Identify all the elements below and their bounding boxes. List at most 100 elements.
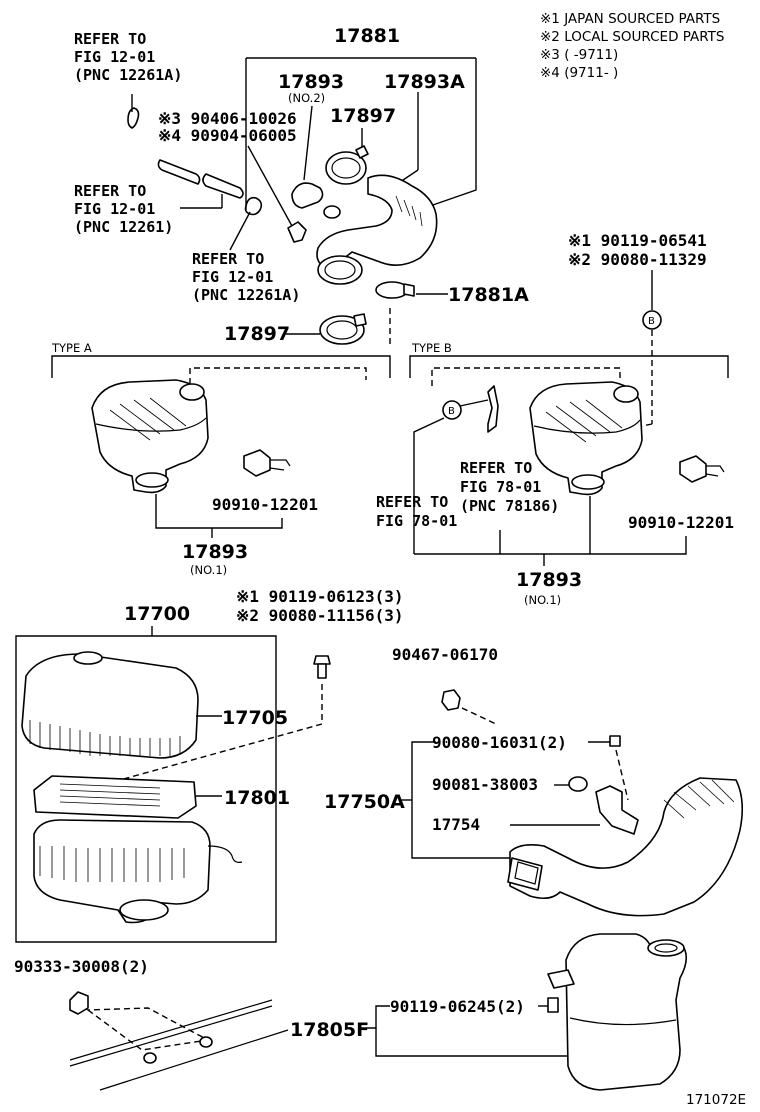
ref-line: REFER TO [74,182,146,200]
part-number-17897-mid: 17897 [224,323,290,345]
bracket-17750A [411,741,510,859]
part-number-17893-no2: 17893 [278,71,344,93]
case-outlet [119,899,169,921]
hose-end-inner [324,260,356,280]
leader-line [413,417,445,554]
leader-line [247,145,293,227]
grommet-90081 [568,776,588,792]
resonator-17805F [565,933,688,1091]
legend-line-2: ※2 LOCAL SOURCED PARTS [540,29,725,45]
clamp-inner [326,320,358,340]
body-panel-lines [69,999,289,1091]
leader-line [459,399,489,407]
bolt-head [313,655,331,665]
bolt-90119 [313,655,331,679]
part-number-17705: 17705 [222,707,288,729]
ref-line: FIG 12-01 [192,268,273,286]
dashed-leader [461,707,497,725]
clip-90333 [69,991,89,1015]
panel-hole [199,1036,213,1048]
ref-line: FIG 12-01 [74,48,155,66]
clamp-screw [403,283,415,297]
bracket-17754 [595,785,639,835]
type-b-label: TYPE B [411,341,452,355]
part-note-no2: (NO.2) [288,91,325,105]
ref-line: REFER TO [74,30,146,48]
dashed-leader [85,1007,211,1051]
resonator-body-b [529,381,643,496]
reference-fig-78-01-a: REFER TO FIG 78-01 (PNC 78186) [460,459,559,515]
resonator-outlet-b [571,474,605,490]
filter-pleats [59,783,161,807]
resonator-tab [547,969,575,989]
part-number-17881: 17881 [334,25,400,47]
clamp-screw [355,145,369,159]
vsv-port [269,459,291,471]
type-a-bracket [51,355,391,378]
leader-line [229,211,251,251]
part-number-90467: 90467-06170 [392,645,498,664]
part-number-90119-06123: ※1 90119-06123(3) [236,587,404,606]
resonator-ribs [109,397,187,441]
part-number-90406: ※3 90406-10026 [158,109,297,128]
dashed-leader [431,367,621,386]
part-number-90119-06245: 90119-06245(2) [390,997,525,1016]
panel-hole [143,1052,157,1064]
clip-90467 [441,689,461,711]
ref-line: FIG 78-01 [376,512,457,530]
case-ribs [39,846,185,882]
case-wire [207,845,243,863]
dashed-leader [189,367,367,384]
part-number-90910-b: 90910-12201 [628,513,734,532]
ref-line: FIG 12-01 [74,200,155,218]
hose-17893 [291,182,324,209]
resonator-type-a [91,367,367,494]
bracket-17893-b [414,536,687,555]
air-cleaner-case [33,819,211,924]
cap-ribs [29,720,181,756]
part-number-17700: 17700 [124,603,190,625]
ref-line: (PNC 12261A) [74,66,182,84]
dashed-leader [615,749,629,801]
air-inlet-duct-17750A [509,777,744,917]
resonator-ribs [545,399,623,443]
ref-line: REFER TO [376,493,448,511]
hose-clip [244,196,263,216]
part-number-90904: ※4 90904-06005 [158,126,297,145]
part-number-17893-b: 17893 [516,569,582,591]
part-number-17801: 17801 [224,787,290,809]
callout-b: B [648,316,655,327]
vacuum-fitting [287,221,307,243]
part-number-17881A: 17881A [448,284,529,306]
resonator-seam [533,419,641,434]
ref-line: REFER TO [460,459,532,477]
bolt-90080 [609,735,621,747]
hose [157,159,201,185]
type-a-label: TYPE A [51,341,92,355]
clamp-17897 [325,151,367,185]
bracket-piece [487,385,499,433]
dashed-leader [119,684,323,781]
clamp-screw [353,313,367,327]
legend: ※1 JAPAN SOURCED PARTS ※2 LOCAL SOURCED … [540,11,725,81]
legend-line-4: ※4 (9711- ) [540,65,618,81]
air-filter-element-17801 [33,775,197,819]
bolt-90119-06245 [547,997,559,1013]
part-number-17893A: 17893A [384,71,465,93]
part-number-90080-11329: ※2 90080-11329 [568,250,707,269]
part-note-no1-b: (NO.1) [524,593,561,607]
clamp-17897-mid [319,315,365,345]
leader-line [303,105,313,181]
bracket-17893-a [155,494,283,529]
air-cleaner-cap-17705 [21,653,199,759]
part-note-no1-a: (NO.1) [190,563,227,577]
reference-fig-12-01-c: REFER TO FIG 12-01 (PNC 12261A) [192,250,300,304]
resonator-neck-a [179,383,205,401]
part-number-90910-a: 90910-12201 [212,495,318,514]
leader-line [375,1005,390,1028]
legend-line-1: ※1 JAPAN SOURCED PARTS [540,11,720,27]
intake-hose-17893A [316,174,438,269]
part-number-17897-top: 17897 [330,105,396,127]
part-number-17750A: 17750A [324,791,405,813]
